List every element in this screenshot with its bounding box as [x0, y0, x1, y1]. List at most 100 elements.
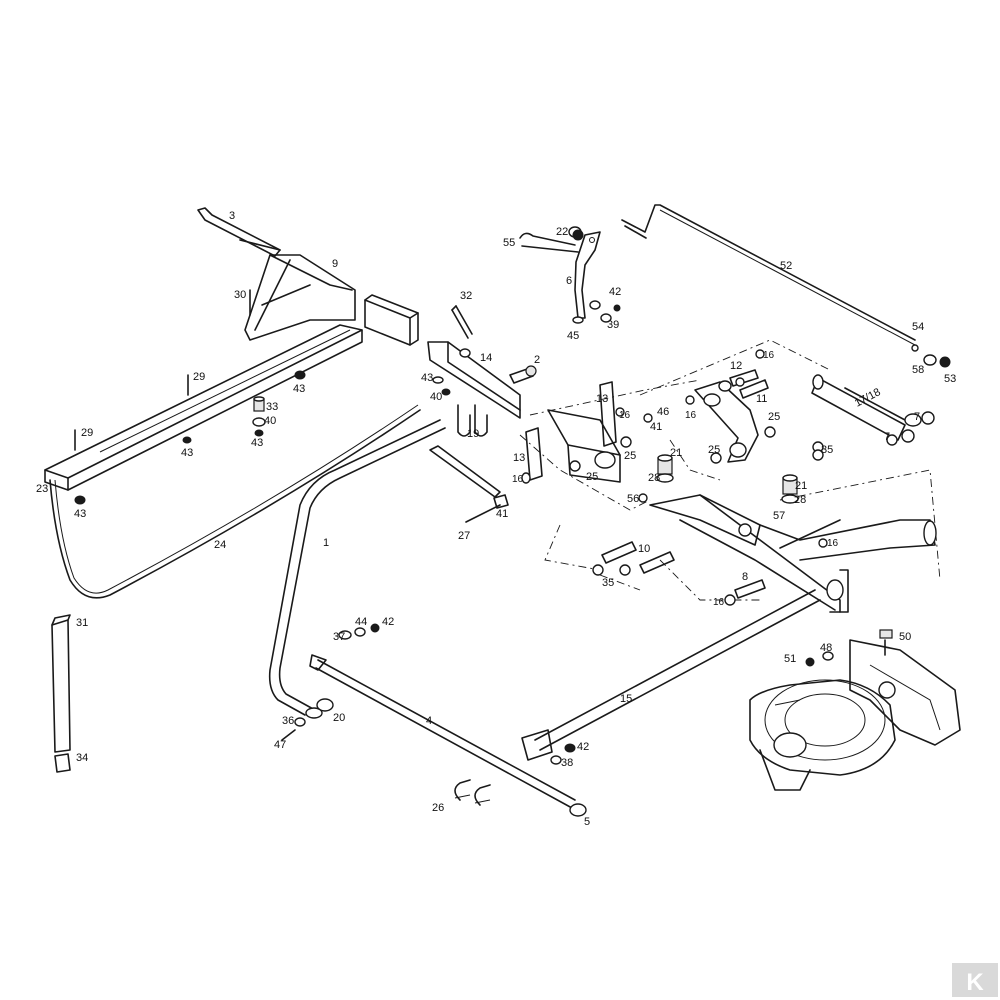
label-16e: 16 — [827, 538, 839, 549]
label-26: 26 — [432, 802, 444, 814]
label-53: 53 — [944, 373, 956, 385]
label-12: 12 — [730, 360, 742, 372]
main-frame — [649, 494, 937, 613]
part-2-stud — [509, 365, 537, 384]
label-43b: 43 — [293, 383, 305, 395]
part-4-straight-rod — [309, 654, 576, 809]
label-48: 48 — [820, 642, 832, 654]
part-15-long-tube — [521, 589, 821, 761]
label-20: 20 — [333, 712, 345, 724]
label-34: 34 — [76, 752, 88, 764]
label-14: 14 — [480, 352, 492, 364]
label-16c: 16 — [619, 410, 631, 421]
center-housing-block — [547, 409, 632, 483]
label-46: 46 — [657, 406, 669, 418]
part-31-strap — [51, 614, 71, 753]
label-42a: 42 — [609, 286, 621, 298]
label-45: 45 — [567, 330, 579, 342]
label-9: 9 — [332, 258, 338, 270]
label-50: 50 — [899, 631, 911, 643]
label-7b: 7 — [884, 431, 890, 443]
label-16d: 16 — [512, 474, 524, 485]
label-5: 5 — [584, 816, 590, 828]
label-29b: 29 — [81, 427, 93, 439]
label-32: 32 — [460, 290, 472, 302]
label-41a: 41 — [650, 421, 662, 433]
part-55-spring-link — [519, 226, 582, 253]
part-11-arm — [694, 380, 759, 463]
part-12-pins — [729, 369, 769, 399]
label-58: 58 — [912, 364, 924, 376]
label-4: 4 — [426, 715, 432, 727]
label-44: 44 — [355, 616, 367, 628]
label-29a: 29 — [193, 371, 205, 383]
label-36: 36 — [282, 715, 294, 727]
label-42b: 42 — [382, 616, 394, 628]
label-47: 47 — [274, 739, 286, 751]
label-25c: 25 — [708, 444, 720, 456]
label-25d: 25 — [768, 411, 780, 423]
label-2: 2 — [534, 354, 540, 366]
label-56: 56 — [627, 493, 639, 505]
part-10-8-pins — [601, 541, 766, 599]
part-number-labels: 1 2 3 4 5 6 7 7 8 9 10 11 12 13 13 14 15… — [36, 210, 956, 828]
part-9-gusset-bracket — [244, 254, 356, 341]
label-10: 10 — [638, 543, 650, 555]
label-21b: 21 — [795, 480, 807, 492]
label-1: 1 — [323, 537, 329, 549]
part-52-bent-rod — [621, 204, 916, 346]
label-21a: 21 — [670, 447, 682, 459]
label-13b: 13 — [513, 452, 525, 464]
part-1-bent-tube — [268, 419, 446, 719]
label-40b: 40 — [264, 415, 276, 427]
label-8: 8 — [742, 571, 748, 583]
label-39: 39 — [607, 319, 619, 331]
label-19: 19 — [467, 428, 479, 440]
label-16a: 16 — [763, 350, 775, 361]
label-25a: 25 — [624, 450, 636, 462]
mower-deck-housing — [749, 639, 961, 791]
label-42c: 42 — [577, 741, 589, 753]
label-16f: 16 — [713, 597, 725, 608]
label-55: 55 — [503, 237, 515, 249]
assembly-guide-lines — [519, 339, 941, 601]
label-41b: 41 — [496, 508, 508, 520]
square-tube — [364, 294, 419, 346]
part-6-lever-plate — [574, 231, 601, 319]
label-6: 6 — [566, 275, 572, 287]
label-54: 54 — [912, 321, 924, 333]
part-14-channel — [427, 341, 521, 419]
label-27: 27 — [458, 530, 470, 542]
label-38: 38 — [561, 757, 573, 769]
label-43e: 43 — [74, 508, 86, 520]
label-57: 57 — [773, 510, 785, 522]
label-28a: 28 — [648, 472, 660, 484]
label-30: 30 — [234, 289, 246, 301]
part-19-u-bolts — [457, 404, 488, 437]
label-51: 51 — [784, 653, 796, 665]
part-27-bolt — [429, 445, 509, 523]
label-37: 37 — [333, 631, 345, 643]
part-26-clips — [454, 779, 491, 806]
part-32-handle — [451, 305, 473, 339]
part-24-cable — [49, 404, 421, 599]
label-35a: 35 — [821, 444, 833, 456]
label-16b: 16 — [685, 410, 697, 421]
label-22: 22 — [556, 226, 568, 238]
label-40a: 40 — [430, 391, 442, 403]
label-15: 15 — [620, 693, 632, 705]
label-43a: 43 — [421, 372, 433, 384]
label-35b: 35 — [602, 577, 614, 589]
label-11: 11 — [756, 393, 767, 405]
label-31: 31 — [76, 617, 88, 629]
brand-logo-letter: K — [966, 969, 984, 996]
brand-logo: K — [952, 963, 998, 997]
label-43d: 43 — [251, 437, 263, 449]
label-7a: 7 — [914, 411, 920, 423]
label-24: 24 — [214, 539, 226, 551]
label-28b: 28 — [794, 494, 806, 506]
fasteners — [74, 229, 951, 817]
label-33: 33 — [266, 401, 278, 413]
